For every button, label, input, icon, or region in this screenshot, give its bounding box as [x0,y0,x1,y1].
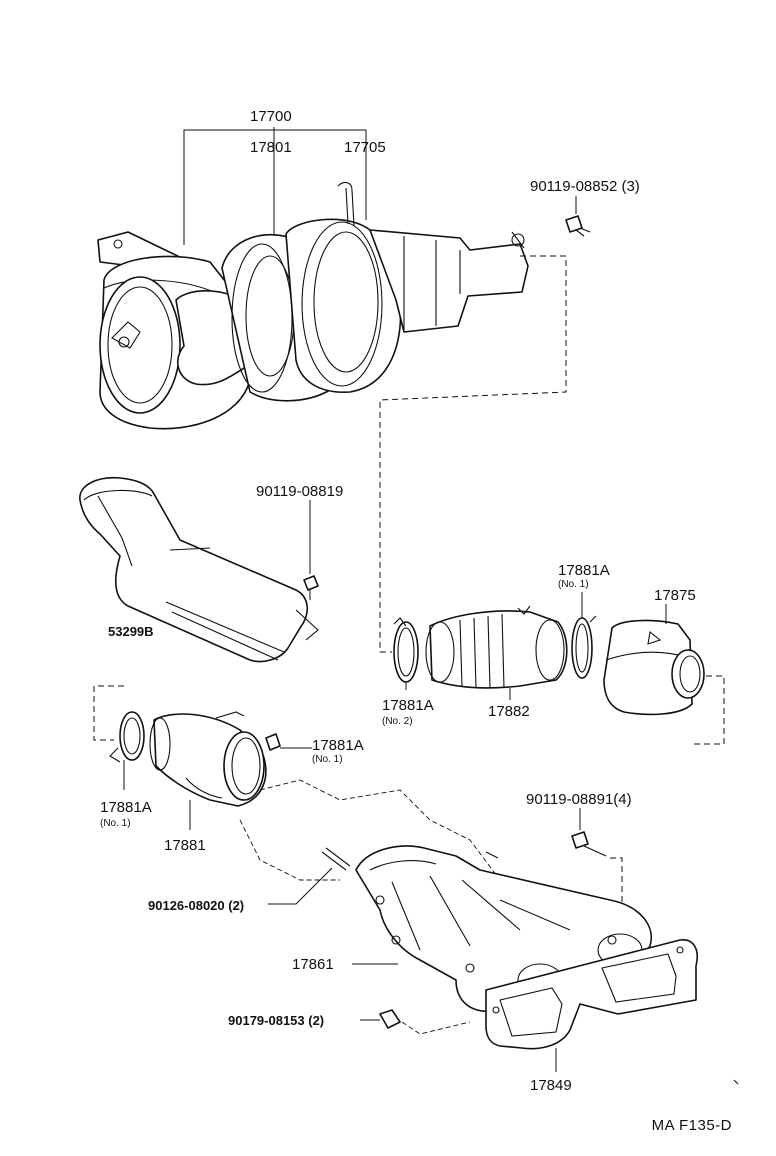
label-17881a-no2: 17881A [382,697,434,714]
label-17882: 17882 [488,703,530,720]
label-17881a-no1-right-sub: (No. 1) [312,754,343,765]
label-90119-08891: 90119-08891(4) [526,791,632,808]
label-17881a-no1-top-sub: (No. 1) [558,579,589,590]
bolt-90119-08819 [303,500,319,600]
label-90119-08852: 90119-08852 (3) [530,178,640,195]
hose-clamp-17881a-no1-left [109,711,145,790]
intake-hose-17881 [149,711,267,830]
stud-90126-08020 [268,847,499,905]
bolt-90119-08891 [571,808,607,857]
air-duct-53299b [79,476,319,663]
label-17881a-no1-top: 17881A [558,562,610,579]
hose-clamp-17881a-no1-upper [571,592,597,679]
label-17705: 17705 [344,139,386,156]
label-17881: 17881 [164,837,206,854]
clamp-screw-17881a-right [265,733,312,751]
label-90179-08153: 90179-08153 (2) [228,1013,324,1028]
label-53299b: 53299B [108,624,154,639]
hose-clamp-17881a-no2 [393,617,419,690]
bolt-90119-08852 [565,196,591,237]
label-17875: 17875 [654,587,696,604]
label-17881a-no2-sub: (No. 2) [382,716,413,727]
gasket-17849 [485,939,698,1072]
label-90126-08020: 90126-08020 (2) [148,898,244,913]
label-17849: 17849 [530,1077,572,1094]
label-17881a-no1-left-sub: (No. 1) [100,818,131,829]
figure-code: MA F135-D [651,1117,732,1134]
label-90119-08819: 90119-08819 [256,483,343,500]
resonator-17875 [603,604,705,716]
label-17881a-no1-right: 17881A [312,737,364,754]
label-17881a-no1-left: 17881A [100,799,152,816]
nut-90179-08153 [360,1009,471,1035]
label-17801: 17801 [250,139,292,156]
label-17700: 17700 [250,108,292,125]
air-cleaner-assembly [97,181,529,430]
label-17861: 17861 [292,956,334,973]
air-hose-17882 [425,605,568,700]
